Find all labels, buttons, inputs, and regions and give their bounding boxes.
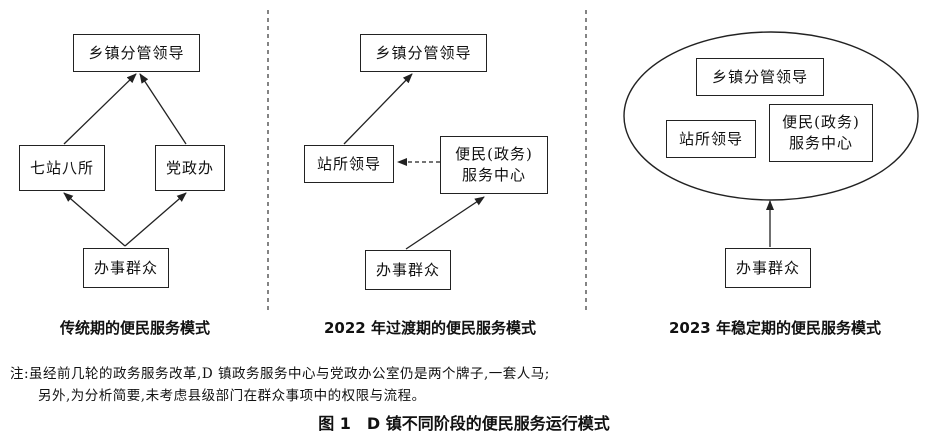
p1-stations-box: 七站八所	[19, 145, 105, 191]
p2-caption: 2022 年过渡期的便民服务模式	[324, 319, 536, 337]
arrow-stations-to-leader	[63, 73, 137, 145]
p2-leader-box: 乡镇分管领导	[360, 34, 487, 72]
p3-center-line1: 便民(政务)	[782, 113, 860, 131]
p1-leader-label: 乡镇分管领导	[88, 43, 185, 62]
p2-leader-label: 乡镇分管领导	[375, 43, 472, 62]
p2-center-line2: 服务中心	[461, 166, 526, 184]
p3-public-label: 办事群众	[735, 258, 800, 277]
arrow-public-to-party-office	[124, 192, 187, 247]
p3-service-center-box: 便民(政务) 服务中心	[769, 104, 873, 162]
p2-public-box: 办事群众	[365, 250, 451, 290]
p2-station-leader-box: 站所领导	[304, 145, 394, 183]
arrow-party-office-to-leader	[139, 73, 187, 145]
p1-leader-box: 乡镇分管领导	[73, 34, 200, 72]
p1-caption: 传统期的便民服务模式	[59, 319, 210, 337]
p1-party-office-box: 党政办	[155, 145, 225, 191]
p3-public-box: 办事群众	[725, 248, 811, 288]
arrow-public-to-center	[405, 196, 485, 250]
p3-station-leader-box: 站所领导	[666, 120, 756, 158]
arrow-public-to-stations	[63, 192, 126, 247]
p1-public-label: 办事群众	[93, 258, 158, 277]
p3-leader-box: 乡镇分管领导	[696, 58, 824, 96]
p2-service-center-box: 便民(政务) 服务中心	[440, 136, 548, 194]
p3-caption: 2023 年稳定期的便民服务模式	[669, 319, 881, 337]
note-line-1: 注:虽经前几轮的政务服务改革,D 镇政务服务中心与党政办公室仍是两个牌子,一套人…	[10, 366, 550, 382]
p2-center-line1: 便民(政务)	[455, 145, 533, 163]
note-line-2: 另外,为分析简要,未考虑县级部门在群众事项中的权限与流程。	[38, 388, 426, 404]
p2-station-leader-label: 站所领导	[316, 154, 381, 173]
p3-center-line2: 服务中心	[788, 134, 853, 152]
p1-party-office-label: 党政办	[165, 158, 214, 177]
figure-title: 图 1 D 镇不同阶段的便民服务运行模式	[318, 414, 610, 433]
p3-leader-label: 乡镇分管领导	[711, 67, 808, 86]
arrow-station-leader-to-leader	[343, 73, 413, 145]
p3-station-leader-label: 站所领导	[678, 129, 743, 148]
p1-stations-label: 七站八所	[29, 158, 94, 177]
p2-public-label: 办事群众	[375, 260, 440, 279]
p1-public-box: 办事群众	[83, 248, 169, 288]
